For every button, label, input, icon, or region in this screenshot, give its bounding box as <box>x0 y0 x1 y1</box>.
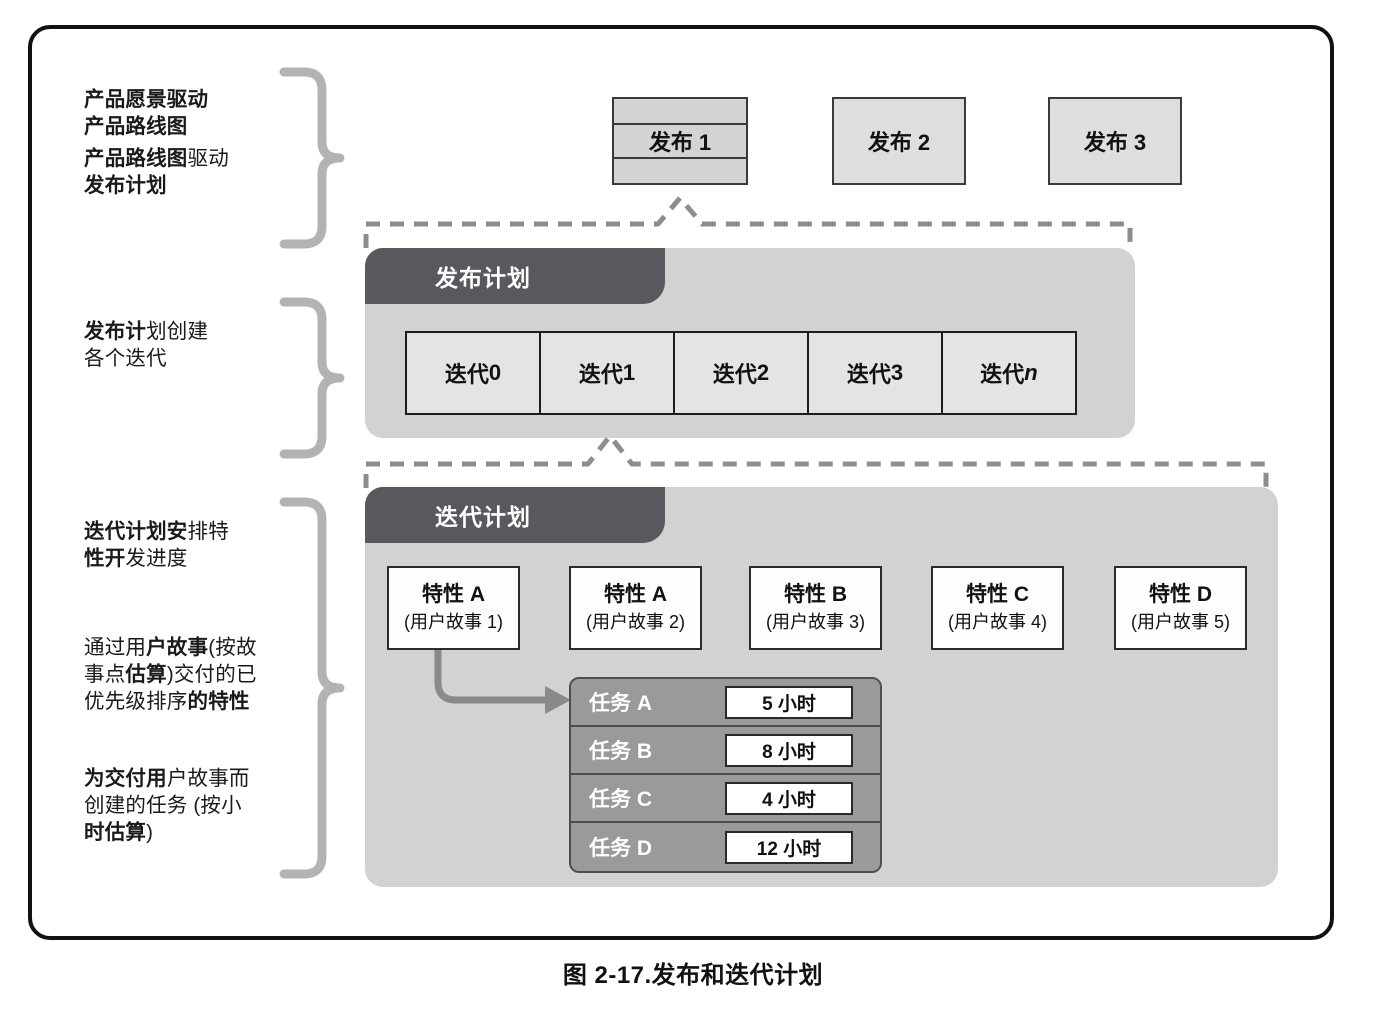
release-band-top <box>614 99 746 123</box>
annotation-line: 户故事而 <box>166 767 250 790</box>
annotation-line: 产品愿景驱动 <box>84 88 209 111</box>
feature-box-4[interactable]: 特性 C (用户故事 4) <box>931 566 1064 650</box>
annotation-tasks-for-stories: 为交付用户故事而 创建的任务 (按小 时估算) <box>84 765 324 846</box>
feature-title: 特性 D <box>1149 583 1212 607</box>
feature-subtitle: (用户故事 5) <box>1131 612 1230 633</box>
feature-subtitle: (用户故事 3) <box>766 612 865 633</box>
iteration-cell-label: 迭代 <box>712 362 757 387</box>
iteration-cell-n[interactable]: 迭代 n <box>943 333 1075 413</box>
annotation-line: 迭代计划安 <box>84 520 188 543</box>
task-row[interactable]: 任务 A 5 小时 <box>571 679 880 727</box>
feature-subtitle: (用户故事 4) <box>948 612 1047 633</box>
iteration-cell-2[interactable]: 迭代 2 <box>675 333 809 413</box>
annotation-line: 产品路线图 <box>84 147 188 170</box>
figure-caption: 图 2-17.发布和迭代计划 <box>562 962 824 989</box>
annotation-line: )交付的已 <box>166 663 257 686</box>
task-estimate: 4 小时 <box>725 781 853 815</box>
iteration-cell-value: 3 <box>890 360 904 385</box>
annotation-line: 通过用 <box>84 636 147 659</box>
annotation-line: 发布计 <box>84 320 147 343</box>
annotation-line: 性开 <box>84 547 126 570</box>
feature-title: 特性 B <box>784 583 847 607</box>
iteration-cell-3[interactable]: 迭代 3 <box>809 333 943 413</box>
feature-subtitle: (用户故事 2) <box>586 612 685 633</box>
annotation-line: 各个迭代 <box>84 347 167 370</box>
annotation-line: 为交付用 <box>84 767 167 790</box>
callout-release-to-release-plan <box>363 195 1133 248</box>
task-row[interactable]: 任务 D 12 小时 <box>571 823 880 871</box>
arrow-feature-to-task <box>434 650 571 714</box>
feature-box-2[interactable]: 特性 A (用户故事 2) <box>569 566 702 650</box>
annotation-line: 发布计划 <box>84 174 167 197</box>
task-name: 任务 C <box>589 788 652 811</box>
iteration-cell-0[interactable]: 迭代 0 <box>407 333 541 413</box>
iteration-cell-label: 迭代 <box>578 362 623 387</box>
release-plan-header: 发布计划 <box>365 248 665 304</box>
annotation-line: 产品路线图 <box>84 115 188 138</box>
feature-title: 特性 A <box>422 583 485 607</box>
iteration-plan-header: 迭代计划 <box>365 487 665 543</box>
release-label: 发布 2 <box>867 130 931 155</box>
annotation-iteration-schedules-features: 迭代计划安排特 性开发进度 <box>84 518 299 572</box>
annotation-line: 户故事 <box>146 636 209 659</box>
annotation-line: (按故 <box>208 636 257 659</box>
iteration-cell-1[interactable]: 迭代 1 <box>541 333 675 413</box>
annotation-line: 驱动 <box>187 147 229 170</box>
iteration-cell-label: 迭代 <box>980 362 1025 387</box>
iteration-cell-value: 2 <box>756 360 770 385</box>
annotation-line: 创建的任务 (按小 <box>84 794 242 817</box>
task-name: 任务 A <box>589 692 652 715</box>
annotation-line: 时估算 <box>84 821 147 844</box>
iteration-cell-label: 迭代 <box>846 362 891 387</box>
annotation-line: 估算 <box>125 663 167 686</box>
iteration-cell-value: 0 <box>488 360 502 385</box>
callout-iteration-to-iteration-plan <box>363 433 1269 488</box>
feature-subtitle: (用户故事 1) <box>404 612 503 633</box>
iteration-cell-value: 1 <box>622 360 636 385</box>
annotation-line: 优先级排序 <box>84 690 188 713</box>
annotation-release-creates-iterations: 发布计划创建 各个迭代 <box>84 318 314 372</box>
task-name: 任务 D <box>589 837 652 860</box>
feature-title: 特性 A <box>604 583 667 607</box>
annotation-line: 排特 <box>187 520 229 543</box>
task-estimate: 5 小时 <box>725 685 853 719</box>
annotation-vision-roadmap: 产品愿景驱动 产品路线图 <box>84 86 294 140</box>
annotation-line: 发进度 <box>125 547 188 570</box>
task-estimate: 12 小时 <box>725 830 853 864</box>
feature-box-5[interactable]: 特性 D (用户故事 5) <box>1114 566 1247 650</box>
iteration-cell-value: n <box>1024 360 1038 385</box>
feature-box-3[interactable]: 特性 B (用户故事 3) <box>749 566 882 650</box>
task-row[interactable]: 任务 B 8 小时 <box>571 727 880 775</box>
task-list: 任务 A 5 小时 任务 B 8 小时 任务 C 4 小时 任务 D 12 小时 <box>569 677 882 873</box>
task-estimate: 8 小时 <box>725 733 853 767</box>
annotation-line: 划创建 <box>146 320 209 343</box>
annotation-prioritized-features: 通过用户故事(按故 事点估算)交付的已 优先级排序的特性 <box>84 634 324 715</box>
annotation-line: 事点 <box>84 663 126 686</box>
release-label: 发布 3 <box>1083 130 1147 155</box>
annotation-line: ) <box>146 821 154 844</box>
iteration-cell-label: 迭代 <box>444 362 489 387</box>
task-row[interactable]: 任务 C 4 小时 <box>571 775 880 823</box>
feature-box-1[interactable]: 特性 A (用户故事 1) <box>387 566 520 650</box>
feature-title: 特性 C <box>966 583 1029 607</box>
release-label: 发布 1 <box>614 123 746 159</box>
annotation-roadmap-release: 产品路线图驱动 发布计划 <box>84 145 314 199</box>
release-band-bottom <box>614 159 746 183</box>
iteration-cells-row: 迭代 0 迭代 1 迭代 2 迭代 3 迭代 n <box>405 331 1077 415</box>
task-name: 任务 B <box>589 740 652 763</box>
release-box-1[interactable]: 发布 1 <box>612 97 748 185</box>
release-box-2[interactable]: 发布 2 <box>832 97 966 185</box>
release-box-3[interactable]: 发布 3 <box>1048 97 1182 185</box>
annotation-line: 的特性 <box>187 690 250 713</box>
